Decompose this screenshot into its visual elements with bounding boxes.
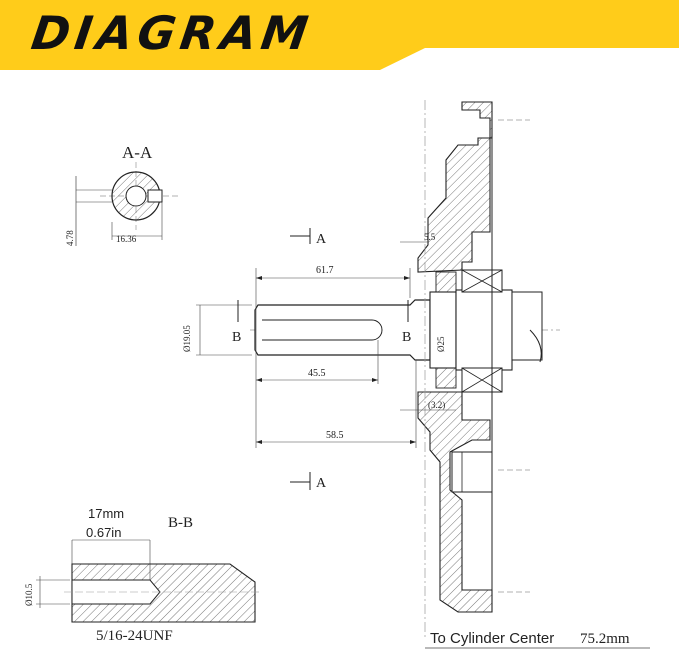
shaft-shoulder [429,291,457,369]
cylinder-value: 75.2mm [580,631,630,647]
bb-shaft-section [71,563,256,623]
dim-45-5-arrow-r [372,378,378,382]
oil-seal-top [435,271,457,293]
dim-61-7-arrow-r [404,276,410,280]
dim-dia-25-label: Ø25 [436,336,446,352]
cylinder-label: To Cylinder Center [430,630,554,647]
bearing-top-x2 [461,269,503,293]
section-bb-view: B-B 17mm 0.67in Ø10.5 5/16-24UNF [24,506,262,644]
section-a-bottom-label: A [316,476,327,491]
section-aa-title: A-A [122,143,153,162]
aa-dim-width-label: 16.36 [116,234,137,244]
dim-3-2-label: (3.2) [428,400,445,410]
bb-thread-label: 5/16-24UNF [96,628,173,644]
shaft-body [254,299,431,361]
bb-depth-mm: 17mm [88,506,124,521]
bearing-zone [455,289,513,371]
cover-upper-wall [417,101,493,273]
dim-dia-shaft-label: Ø19.05 [182,325,192,352]
oil-seal-bottom [435,367,457,389]
dim-5-5-label: 5.5 [424,232,436,242]
section-aa-view: A-A 4.78 16.36 [65,143,178,246]
section-bb-title: B-B [168,515,193,531]
section-b-right-label: B [402,330,411,345]
dim-45-5-arrow-l [256,378,262,382]
main-shaft-view [250,269,560,393]
dim-58-5-arrow-l [256,440,262,444]
bb-depth-in: 0.67in [86,525,121,540]
crank-break [529,329,542,363]
cover-boss [451,451,493,493]
aa-center-bore [125,185,147,207]
dim-45-5-label: 45.5 [308,368,326,379]
shaft-keyway [262,319,383,341]
aa-keyway [147,189,163,203]
crank-stub [511,291,543,361]
cover-lower-wall [417,391,493,613]
crankcase-cover [417,100,530,640]
cylinder-dimension: To Cylinder Center 75.2mm [425,630,650,649]
dim-61-7-label: 61.7 [316,265,334,276]
main-dimensions: 61.7 45.5 58.5 Ø19.05 Ø25 5.5 (3.2) A A … [182,228,456,491]
section-b-left-label: B [232,330,241,345]
bearing-bottom-x2 [461,367,503,393]
aa-dim-key-label: 4.78 [65,230,75,246]
dim-58-5-arrow-r [410,440,416,444]
banner-wedge [0,0,679,70]
section-a-top-label: A [316,232,327,247]
banner-cut [380,48,679,70]
dim-61-7-arrow-l [256,276,262,280]
dim-58-5-label: 58.5 [326,430,344,441]
bb-dia-label: Ø10.5 [24,583,34,606]
